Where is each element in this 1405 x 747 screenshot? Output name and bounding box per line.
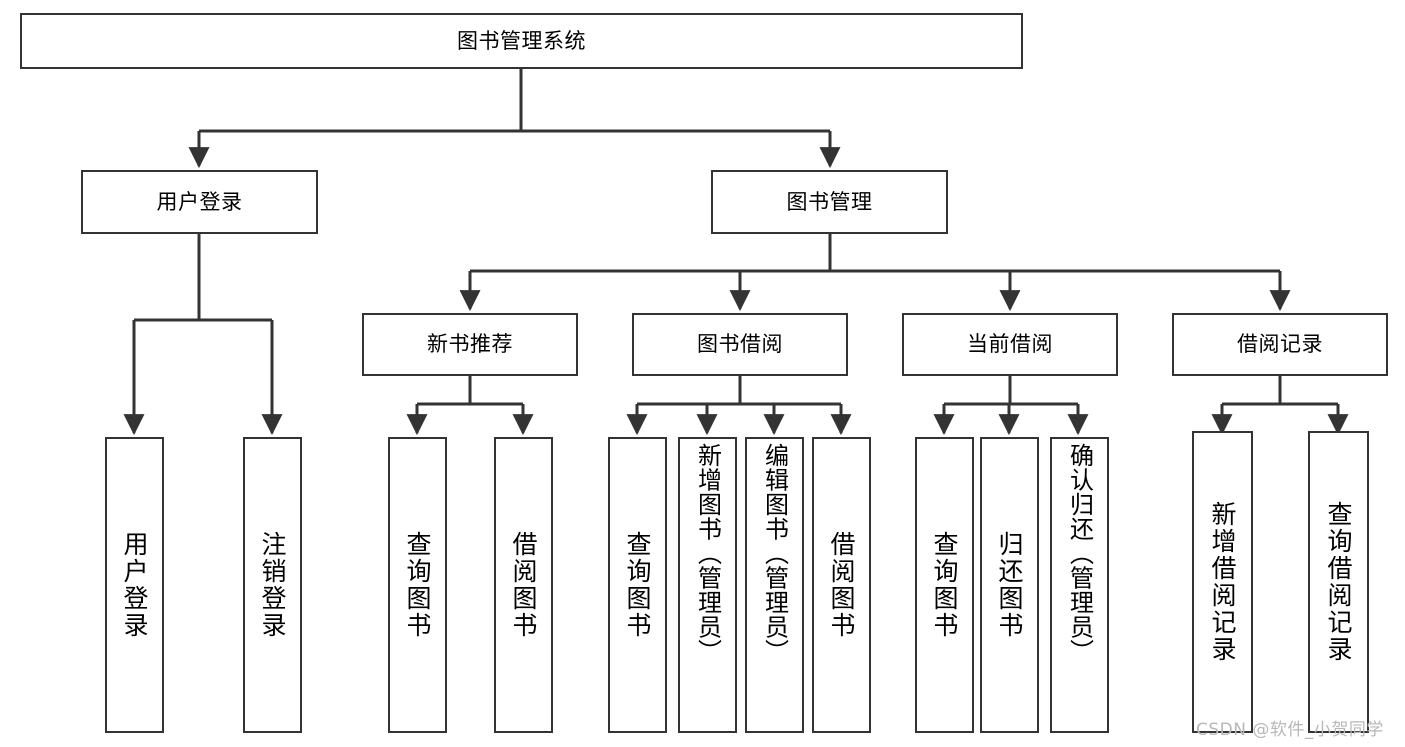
- node-leaf-query-book-3[interactable]: 查询图书: [915, 437, 974, 733]
- node-label: 新书推荐: [427, 332, 513, 357]
- node-leaf-borrow-book-1[interactable]: 借阅图书: [494, 437, 553, 733]
- node-leaf-return-book[interactable]: 归还图书: [980, 437, 1039, 733]
- node-label: 借阅图书: [509, 531, 538, 639]
- node-label: 当前借阅: [967, 332, 1053, 357]
- node-label: 查询图书: [403, 531, 432, 639]
- node-label: 借阅图书: [827, 531, 856, 639]
- node-book-management-system[interactable]: 图书管理系统: [20, 13, 1023, 69]
- node-leaf-logout-login[interactable]: 注销登录: [243, 437, 302, 733]
- node-label: 用户登录: [120, 531, 149, 639]
- node-leaf-user-login[interactable]: 用户登录: [105, 437, 164, 733]
- node-label: 查询图书: [930, 531, 959, 639]
- node-current-borrow[interactable]: 当前借阅: [902, 313, 1118, 376]
- node-leaf-add-record[interactable]: 新增借阅记录: [1192, 431, 1253, 733]
- node-leaf-edit-book[interactable]: 编辑图书（管理员）: [745, 437, 804, 733]
- node-leaf-borrow-book-2[interactable]: 借阅图书: [812, 437, 871, 733]
- node-book-management[interactable]: 图书管理: [711, 170, 948, 234]
- node-leaf-confirm-return[interactable]: 确认归还（管理员）: [1050, 437, 1109, 733]
- node-label: 新增图书（管理员）: [693, 443, 722, 664]
- node-label: 借阅记录: [1237, 332, 1323, 357]
- node-user-login[interactable]: 用户登录: [81, 170, 318, 234]
- node-label: 查询图书: [623, 531, 652, 639]
- node-leaf-add-book[interactable]: 新增图书（管理员）: [678, 437, 737, 733]
- node-label: 确认归还（管理员）: [1065, 443, 1094, 664]
- node-label: 新增借阅记录: [1208, 501, 1237, 663]
- node-label: 图书管理系统: [457, 28, 586, 53]
- node-leaf-query-book-2[interactable]: 查询图书: [608, 437, 667, 733]
- node-label: 归还图书: [995, 531, 1024, 639]
- node-label: 用户登录: [156, 189, 243, 214]
- node-new-book-recommend[interactable]: 新书推荐: [362, 313, 578, 376]
- watermark: CSDN @软件_小贺同学: [1196, 720, 1384, 740]
- node-label: 编辑图书（管理员）: [760, 443, 789, 664]
- node-label: 图书借阅: [697, 332, 783, 357]
- node-label: 查询借阅记录: [1324, 501, 1353, 663]
- node-borrow-record[interactable]: 借阅记录: [1172, 313, 1388, 376]
- node-label: 注销登录: [258, 531, 287, 639]
- node-leaf-query-book-1[interactable]: 查询图书: [388, 437, 447, 733]
- node-label: 图书管理: [786, 189, 873, 214]
- node-leaf-query-record[interactable]: 查询借阅记录: [1308, 431, 1369, 733]
- node-book-borrow[interactable]: 图书借阅: [632, 313, 848, 376]
